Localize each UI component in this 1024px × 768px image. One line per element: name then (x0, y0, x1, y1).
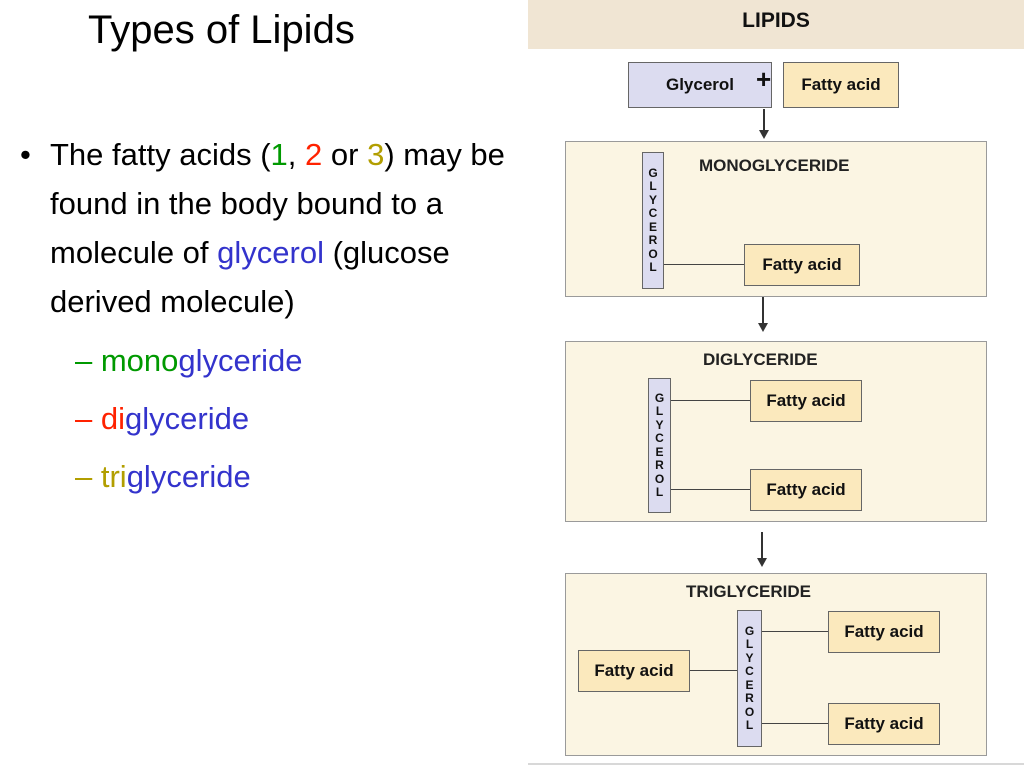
triglyceride-title: TRIGLYCERIDE (686, 582, 812, 601)
sub-suffix: glyceride (178, 343, 303, 378)
number-one: 1 (270, 137, 288, 172)
fatty-acid-box-di-1: Fatty acid (750, 380, 862, 422)
bond-line (762, 631, 828, 632)
fatty-acid-box-top: Fatty acid (783, 62, 899, 108)
diagram-header: LIPIDS (528, 0, 1024, 49)
glycerol-letter: Y (655, 417, 664, 432)
sub-suffix: glyceride (125, 401, 250, 436)
glycerol-letter: E (655, 444, 664, 459)
bullet-or: or (322, 137, 368, 172)
glycerol-letter: G (744, 623, 755, 638)
plus-sign: + (756, 64, 772, 94)
sub-item-diglyceride: – diglyceride (20, 390, 510, 448)
slide-title: Types of Lipids (88, 8, 355, 52)
sub-prefix-mono: mono (100, 343, 179, 378)
sub-prefix-di: di (100, 401, 125, 436)
sub-item-triglyceride: – triglyceride (20, 448, 510, 506)
arrow-line-1 (763, 109, 765, 133)
glycerol-letter: R (648, 233, 658, 247)
glycerol-letter: L (655, 485, 664, 499)
glycerol-letter: C (655, 431, 664, 445)
glycerol-letter: O (744, 704, 755, 719)
glycerol-letter: G (654, 390, 665, 405)
sub-prefix-tri: tri (100, 459, 127, 494)
glycerol-letter: Y (648, 192, 657, 207)
glycerol-box: Glycerol (628, 62, 772, 108)
sub-item-monoglyceride: – monoglyceride (20, 332, 510, 390)
glycerol-letter: O (648, 246, 658, 261)
glycerol-letter: O (654, 471, 665, 486)
glycerol-letter: L (745, 637, 754, 651)
bottom-divider (528, 763, 1024, 765)
fatty-acid-box-tri-2: Fatty acid (578, 650, 690, 692)
sub-bullet-list: – monoglyceride – diglyceride – triglyce… (20, 332, 510, 506)
bond-line (690, 670, 737, 671)
glycerol-letter: E (648, 219, 657, 234)
glycerol-letter: L (649, 260, 657, 274)
glycerol-letter: C (745, 664, 754, 678)
fatty-acid-box-tri-1: Fatty acid (828, 611, 940, 653)
glycerol-letter: R (655, 458, 664, 472)
fatty-acid-box-mono: Fatty acid (744, 244, 860, 286)
bullet-text-3: (glucose derived molecule) (50, 235, 450, 319)
sub-suffix: glyceride (126, 459, 251, 494)
main-bullet: • The fatty acids (1, 2 or 3) may be fou… (20, 130, 510, 326)
bond-line (762, 723, 828, 724)
glycerol-letter: L (745, 718, 754, 732)
bullet-dot-icon: • (20, 137, 31, 172)
bullet-list: • The fatty acids (1, 2 or 3) may be fou… (20, 130, 510, 506)
lipids-diagram: LIPIDS Glycerol + Fatty acid MONOGLYCERI… (528, 0, 1024, 768)
glycerol-letter: C (648, 206, 658, 220)
arrow-down-icon (758, 323, 768, 332)
arrow-line-2 (762, 297, 764, 325)
glycerol-letter: E (745, 677, 754, 692)
monoglyceride-title: MONOGLYCERIDE (699, 156, 850, 175)
fatty-acid-box-tri-3: Fatty acid (828, 703, 940, 745)
number-three: 3 (367, 137, 385, 172)
glycerol-letter: G (648, 165, 658, 180)
fatty-acid-box-di-2: Fatty acid (750, 469, 862, 511)
bond-line (671, 400, 750, 401)
bond-line (671, 489, 750, 490)
number-two: 2 (305, 137, 323, 172)
glycerol-letter: R (745, 691, 754, 705)
glycerol-letter: L (649, 179, 657, 193)
diglyceride-title: DIGLYCERIDE (703, 350, 818, 369)
glycerol-letter: L (655, 404, 664, 418)
sub-dash: – (75, 401, 101, 436)
arrow-down-icon (757, 558, 767, 567)
arrow-down-icon (759, 130, 769, 139)
bond-line (664, 264, 744, 265)
sub-dash: – (75, 459, 101, 494)
glycerol-word: glycerol (217, 235, 324, 270)
bullet-text-2: ) may be found in the body bound to a mo… (50, 137, 505, 270)
bullet-text-1: The fatty acids ( (50, 137, 271, 172)
glycerol-letter: Y (745, 650, 754, 665)
sub-dash: – (75, 343, 101, 378)
bullet-comma: , (287, 137, 306, 172)
arrow-line-3 (761, 532, 763, 560)
